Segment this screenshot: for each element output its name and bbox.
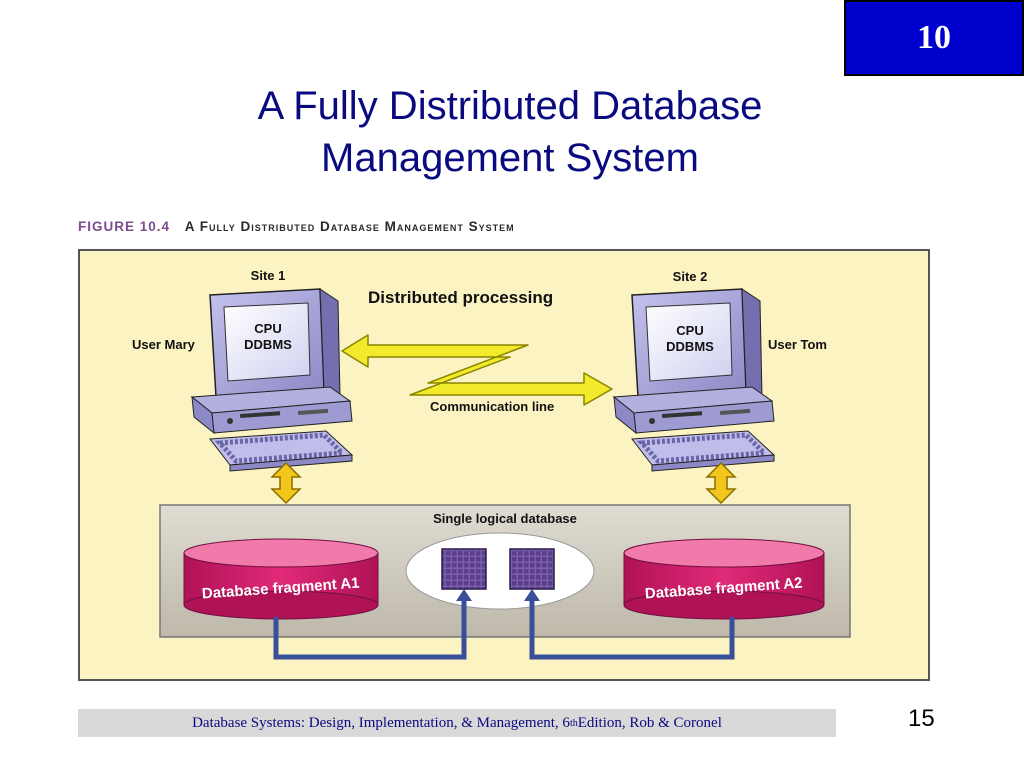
communication-line-label: Communication line <box>430 399 554 414</box>
site2-computer: CPU DDBMS <box>612 288 776 472</box>
site1-label: Site 1 <box>251 268 286 283</box>
chapter-number: 10 <box>917 19 951 56</box>
communication-line-arrow <box>341 334 613 406</box>
site1-user-label: User Mary <box>132 337 196 352</box>
single-logical-database-label: Single logical database <box>433 511 577 526</box>
slide-title-line-2: Management System <box>321 136 699 180</box>
site1-base-unit <box>190 386 353 435</box>
site1-screen-cpu: CPU <box>254 321 281 336</box>
figure-diagram: CPU DDBMS Site 1 User Mary <box>78 249 930 681</box>
fragment-a1-cylinder <box>183 538 379 620</box>
grid-icon-right <box>509 548 555 590</box>
site1-db-double-arrow <box>270 461 302 505</box>
distributed-processing-label: Distributed processing <box>368 288 553 307</box>
site2-monitor <box>631 288 763 398</box>
site2-user-label: User Tom <box>768 337 827 352</box>
figure-number: FIGURE 10.4 <box>78 219 171 234</box>
site2-screen-cpu: CPU <box>676 323 703 338</box>
slide-title-line-1: A Fully Distributed Database <box>257 84 763 128</box>
site1-screen-ddbms: DDBMS <box>244 337 292 352</box>
figure-title: A Fully Distributed Database Management … <box>184 219 515 234</box>
fragment-a1-connector <box>273 597 467 660</box>
site1-keyboard <box>209 430 354 472</box>
site2-screen-ddbms: DDBMS <box>666 339 714 354</box>
fragment-a2-connector-arrowhead <box>524 589 540 601</box>
fragment-a2-cylinder <box>623 538 825 620</box>
site1-computer: CPU DDBMS <box>190 288 354 472</box>
footer-citation: Database Systems: Design, Implementation… <box>78 709 836 737</box>
slide-title: A Fully Distributed Database Management … <box>150 80 870 184</box>
site2-base-unit <box>612 386 775 435</box>
site1-monitor <box>209 288 341 398</box>
fragment-a1-connector-arrowhead <box>456 589 472 601</box>
footer-text-before: Database Systems: Design, Implementation… <box>192 714 570 731</box>
site2-db-double-arrow <box>705 461 737 505</box>
chapter-number-box: 10 <box>844 0 1024 76</box>
grid-icon-left <box>441 548 487 590</box>
fragment-a2-connector <box>529 597 735 660</box>
footer-superscript: th <box>569 717 578 729</box>
logical-view-ellipse <box>405 532 595 610</box>
diagram-canvas: CPU DDBMS Site 1 User Mary <box>132 268 851 660</box>
site2-label: Site 2 <box>673 269 708 284</box>
site2-keyboard <box>631 430 776 472</box>
footer-text-after: Edition, Rob & Coronel <box>577 714 722 731</box>
page-number: 15 <box>908 705 935 732</box>
figure-caption: FIGURE 10.4 A Fully Distributed Database… <box>78 219 515 234</box>
